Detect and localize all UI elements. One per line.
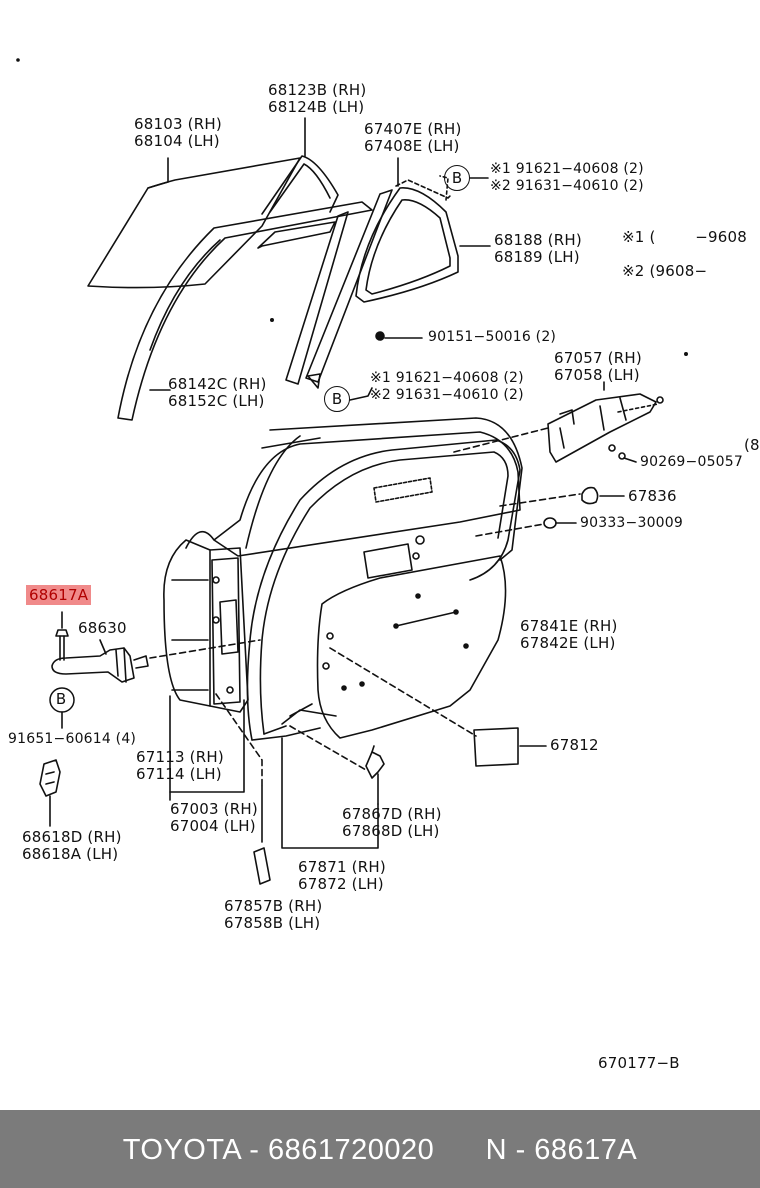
door-weatherstrip <box>246 439 521 741</box>
label-67867d: 67867D (RH) <box>342 805 442 823</box>
label-67113: 67113 (RH) <box>136 748 224 766</box>
label-68188: 68188 (RH) <box>494 231 582 249</box>
label-date-note2: ※2 (9608− <box>622 262 708 280</box>
service-hole-cover <box>316 555 507 739</box>
label-90269: 90269−05057 <box>640 454 744 470</box>
label-67058: 67058 (LH) <box>554 366 640 384</box>
highlighted-part-number: 68617A <box>26 585 92 605</box>
label-67868d: 67868D (LH) <box>342 822 440 840</box>
label-90151: 90151−50016 (2) <box>428 329 557 345</box>
label-67114: 67114 (LH) <box>136 765 222 783</box>
grommet-clip <box>581 486 599 505</box>
weatherstrip-arc <box>117 201 373 421</box>
parts-diagram: 68123B (RH) 68124B (LH) 68103 (RH) 68104… <box>8 58 760 1072</box>
label-68124b: 68124B (LH) <box>268 98 365 116</box>
label-68142c: 68142C (RH) <box>168 375 267 393</box>
label-68617a: 68617A <box>26 585 92 605</box>
label-67057: 67057 (RH) <box>554 349 642 367</box>
door-hinge <box>51 647 135 683</box>
door-inner-frame <box>185 431 521 557</box>
label-note2-top: ※2 91631−40610 (2) <box>490 178 644 194</box>
label-8-cut: (8 <box>744 436 760 454</box>
label-67841e: 67841E (RH) <box>520 617 618 635</box>
label-68618d: 68618D (RH) <box>22 828 122 846</box>
label-note1-mid: ※1 91621−40608 (2) <box>370 370 524 386</box>
label-date-note1: ※1 ( −9608 <box>622 228 748 246</box>
sealing-pad <box>473 727 519 767</box>
weatherstrip-piece <box>253 847 271 885</box>
label-68189: 68189 (LH) <box>494 248 580 266</box>
diagram-code: 670177−B <box>598 1054 680 1072</box>
door-check <box>365 751 385 779</box>
door-hinge-face <box>163 539 211 707</box>
label-90333: 90333−30009 <box>580 515 684 531</box>
callout-b-top: B <box>444 165 470 191</box>
label-67858b: 67858B (LH) <box>224 914 321 932</box>
label-67857b: 67857B (RH) <box>224 897 323 915</box>
label-67872: 67872 (LH) <box>298 875 384 893</box>
label-68104: 68104 (LH) <box>134 132 220 150</box>
label-67004: 67004 (LH) <box>170 817 256 835</box>
label-67836: 67836 <box>628 487 677 505</box>
footer-part-info: TOYOTA - 6861720020 N - 68617A <box>122 1134 638 1166</box>
label-67408e: 67408E (LH) <box>364 137 460 155</box>
label-91651: 91651−60614 (4) <box>8 731 137 747</box>
label-68630: 68630 <box>78 619 127 637</box>
hinge-bolt <box>59 635 65 661</box>
label-67003: 67003 (RH) <box>170 800 258 818</box>
glass-run-channel <box>261 155 339 215</box>
o-ring <box>543 517 557 529</box>
quarter-window-glass <box>355 187 459 303</box>
label-67871: 67871 (RH) <box>298 858 386 876</box>
label-68152c: 68152C (LH) <box>168 392 265 410</box>
window-regulator-bracket <box>547 393 657 463</box>
door-assembly-drawing <box>16 58 688 885</box>
label-68103: 68103 (RH) <box>134 115 222 133</box>
lower-hinge-bracket <box>39 759 61 797</box>
callout-b-left: B <box>55 690 67 708</box>
label-note1-top: ※1 91621−40608 (2) <box>490 161 644 177</box>
division-bar <box>285 211 349 385</box>
label-67407e: 67407E (RH) <box>364 120 462 138</box>
footer-bar: TOYOTA - 6861720020 N - 68617A <box>0 1110 760 1188</box>
label-67812: 67812 <box>550 736 599 754</box>
label-68618a: 68618A (LH) <box>22 845 119 863</box>
label-68123b: 68123B (RH) <box>268 81 367 99</box>
label-note2-mid: ※2 91631−40610 (2) <box>370 387 524 403</box>
label-67842e: 67842E (LH) <box>520 634 616 652</box>
callout-b-mid: B <box>324 386 350 412</box>
